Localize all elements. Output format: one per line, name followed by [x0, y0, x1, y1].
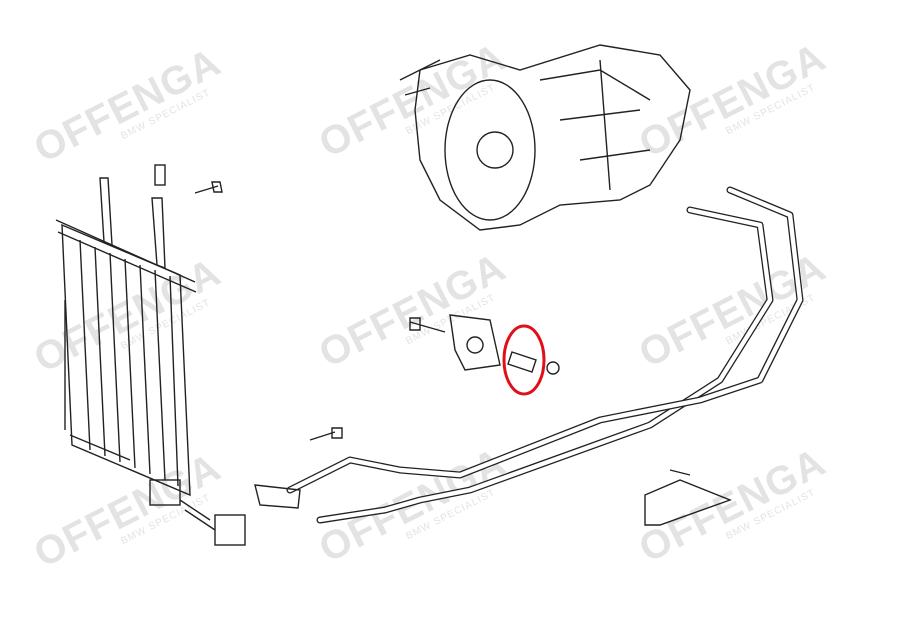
bolt	[194, 181, 223, 194]
oil-lines	[286, 186, 804, 524]
bolt	[409, 317, 446, 333]
bracket	[449, 314, 501, 371]
sleeve	[507, 351, 537, 373]
oil-cooler	[55, 177, 246, 546]
fitting	[254, 484, 301, 509]
highlight-circle	[502, 324, 546, 396]
clip	[154, 164, 166, 186]
support-bracket	[644, 469, 732, 526]
transmission	[399, 44, 691, 231]
nut	[546, 361, 560, 375]
bolt	[309, 427, 343, 441]
